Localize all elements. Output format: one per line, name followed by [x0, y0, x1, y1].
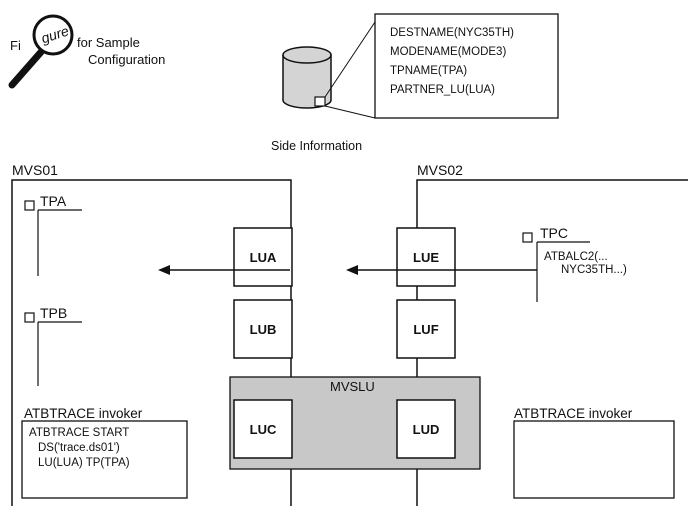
flow-arrow-lua-to-tpa [158, 265, 290, 275]
program-tpc-call-1: ATBALC2(... [544, 251, 608, 263]
lu-label: LUB [250, 322, 277, 337]
program-tpc-label: TPC [540, 225, 568, 241]
lu-box-lud: LUD [396, 399, 456, 459]
invoker-right: ATBTRACE invoker [513, 406, 675, 499]
figure-line-1: for Sample [77, 35, 140, 50]
program-tpb-label: TPB [40, 305, 67, 321]
side-info-line: DESTNAME(NYC35TH) [390, 27, 514, 39]
side-info-line: TPNAME(TPA) [390, 65, 467, 77]
invoker-left-cmd: ATBTRACE START [29, 427, 129, 439]
invoker-left-title: ATBTRACE invoker [24, 406, 143, 421]
lu-box-luf: LUF [396, 299, 456, 359]
program-tpc: TPC ATBALC2(... NYC35TH...) [522, 225, 627, 302]
program-tpc-call-2: NYC35TH...) [561, 264, 627, 276]
lu-label: LUE [413, 250, 439, 265]
side-info-line: MODENAME(MODE3) [390, 46, 506, 58]
lu-box-luc: LUC [233, 399, 293, 459]
figure-callout: Fi gure for Sample Configuration [8, 14, 165, 89]
side-info-caption: Side Information [271, 139, 362, 153]
invoker-right-title: ATBTRACE invoker [514, 406, 633, 421]
invoker-left-cmd: LU(LUA) TP(TPA) [38, 457, 130, 469]
invoker-left-cmd: DS('trace.ds01') [38, 442, 120, 454]
mvslu-label: MVSLU [330, 379, 375, 394]
figure-prefix: Fi [10, 38, 21, 53]
lu-label: LUA [250, 250, 277, 265]
lu-label: LUD [413, 422, 440, 437]
lu-box-lua: LUA [233, 227, 293, 287]
program-tpa-label: TPA [40, 193, 67, 209]
lu-box-lue: LUE [396, 227, 456, 287]
database-cylinder-icon [282, 46, 332, 109]
lu-label: LUC [250, 422, 277, 437]
lu-box-lub: LUB [233, 299, 293, 359]
flow-arrow-tpc-to-lue [346, 265, 537, 275]
side-info-line: PARTNER_LU(LUA) [390, 84, 495, 96]
invoker-left: ATBTRACE invoker ATBTRACE START DS('trac… [21, 406, 188, 499]
figure-line-2: Configuration [88, 52, 165, 67]
lu-label: LUF [413, 322, 438, 337]
side-information: DESTNAME(NYC35TH) MODENAME(MODE3) TPNAME… [271, 13, 559, 153]
magnifier-icon: gure [8, 14, 74, 89]
program-tpb: TPB [24, 305, 82, 386]
side-info-box [374, 13, 559, 119]
program-tpa: TPA [24, 193, 82, 276]
system-label-mvs02: MVS02 [417, 162, 463, 178]
system-label-mvs01: MVS01 [12, 162, 58, 178]
